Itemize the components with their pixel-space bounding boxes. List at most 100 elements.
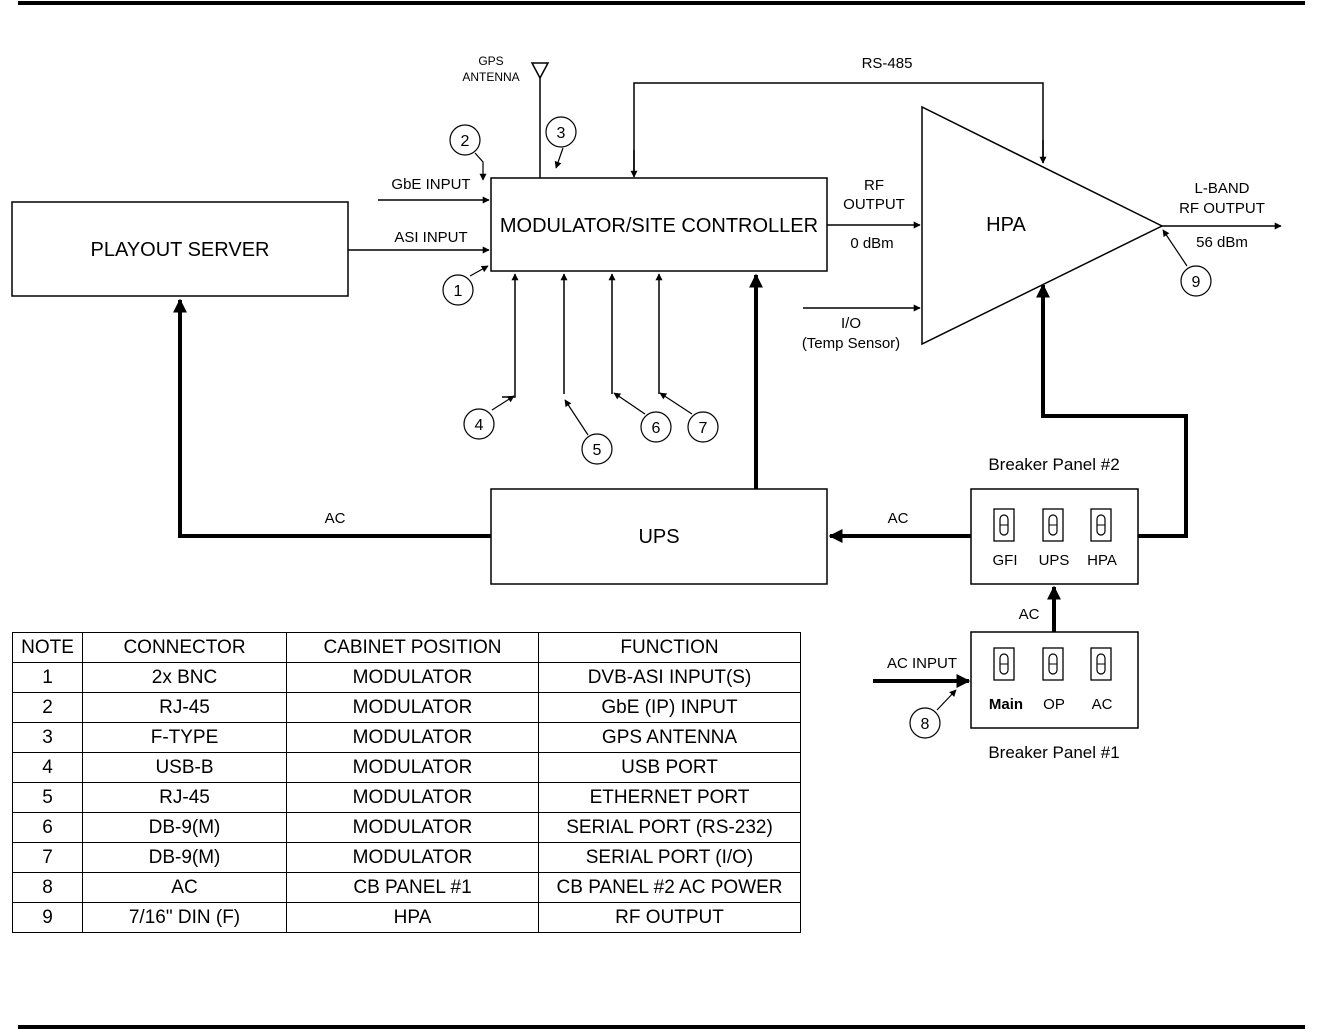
cell-position: MODULATOR bbox=[286, 692, 539, 723]
callout-4: 4 bbox=[463, 408, 495, 440]
cell-note: 7 bbox=[12, 842, 83, 873]
svg-text:2: 2 bbox=[461, 133, 470, 150]
cell-function: ETHERNET PORT bbox=[538, 782, 801, 813]
table-row: 5 RJ-45 MODULATOR ETHERNET PORT bbox=[12, 782, 801, 813]
rs485-link: RS-485 bbox=[630, 55, 1047, 178]
ac-input-label: AC INPUT bbox=[887, 655, 957, 672]
cell-position: MODULATOR bbox=[286, 782, 539, 813]
cell-note: 2 bbox=[12, 692, 83, 723]
playout-server-label: PLAYOUT SERVER bbox=[91, 239, 270, 261]
gps-label-line2: ANTENNA bbox=[462, 70, 519, 84]
breaker-panel-1-title: Breaker Panel #1 bbox=[988, 743, 1119, 762]
lband-label-2: RF OUTPUT bbox=[1179, 200, 1265, 217]
breaker-panel-2-title: Breaker Panel #2 bbox=[988, 455, 1119, 474]
io-temp-sensor-line: I/O (Temp Sensor) bbox=[802, 304, 921, 352]
table-row: 9 7/16" DIN (F) HPA RF OUTPUT bbox=[12, 902, 801, 933]
cell-position: CB PANEL #1 bbox=[286, 872, 539, 903]
ac-left-label: AC bbox=[325, 510, 346, 527]
cell-position: MODULATOR bbox=[286, 662, 539, 693]
breaker-switch-op: OP bbox=[1042, 647, 1065, 713]
breaker-switch-main: Main bbox=[989, 647, 1023, 713]
cell-note: 5 bbox=[12, 782, 83, 813]
cell-function: RF OUTPUT bbox=[538, 902, 801, 933]
ups-label: UPS bbox=[638, 526, 679, 548]
ac-input-line: AC INPUT bbox=[873, 655, 971, 688]
modulator-port-lines bbox=[502, 273, 663, 398]
gps-label-line1: GPS bbox=[478, 54, 503, 68]
header-connector: CONNECTOR bbox=[82, 632, 287, 663]
table-row: 8 AC CB PANEL #1 CB PANEL #2 AC POWER bbox=[12, 872, 801, 903]
header-note: NOTE bbox=[12, 632, 83, 663]
breaker-switch-ups: UPS bbox=[1039, 508, 1069, 569]
callout-9: 9 bbox=[1180, 265, 1212, 297]
cell-position: HPA bbox=[286, 902, 539, 933]
io-label-2: (Temp Sensor) bbox=[802, 335, 900, 352]
cell-function: SERIAL PORT (I/O) bbox=[538, 842, 801, 873]
header-function: FUNCTION bbox=[538, 632, 801, 663]
svg-text:8: 8 bbox=[921, 716, 930, 733]
cell-position: MODULATOR bbox=[286, 752, 539, 783]
cell-connector: DB-9(M) bbox=[82, 812, 287, 843]
svg-text:Main: Main bbox=[989, 696, 1023, 713]
rf-output-label-1: RF bbox=[864, 177, 884, 194]
breaker-switch-gfi: GFI bbox=[993, 508, 1018, 569]
table-row: 6 DB-9(M) MODULATOR SERIAL PORT (RS-232) bbox=[12, 812, 801, 843]
lband-level: 56 dBm bbox=[1196, 234, 1248, 251]
header-cabinet-position: CABINET POSITION bbox=[286, 632, 539, 663]
connector-notes-table: NOTE CONNECTOR CABINET POSITION FUNCTION… bbox=[12, 632, 801, 933]
modulator-block: MODULATOR/SITE CONTROLLER bbox=[490, 177, 828, 272]
lband-label-1: L-BAND bbox=[1194, 180, 1249, 197]
cell-position: MODULATOR bbox=[286, 842, 539, 873]
svg-text:GFI: GFI bbox=[993, 552, 1018, 569]
svg-text:OP: OP bbox=[1043, 696, 1065, 713]
svg-text:9: 9 bbox=[1192, 274, 1201, 291]
table-row: 4 USB-B MODULATOR USB PORT bbox=[12, 752, 801, 783]
cell-connector: F-TYPE bbox=[82, 722, 287, 753]
svg-text:6: 6 bbox=[652, 420, 661, 437]
svg-text:5: 5 bbox=[593, 442, 602, 459]
cell-note: 3 bbox=[12, 722, 83, 753]
breaker-panel-2: Breaker Panel #2 GFI UPS HPA bbox=[970, 455, 1139, 585]
hpa-label: HPA bbox=[986, 214, 1026, 236]
cell-connector: USB-B bbox=[82, 752, 287, 783]
gps-antenna: GPS ANTENNA bbox=[462, 54, 550, 178]
cell-note: 4 bbox=[12, 752, 83, 783]
callout-2: 2 bbox=[449, 124, 481, 156]
rs485-label: RS-485 bbox=[862, 55, 913, 72]
ac-to-hpa-line bbox=[1036, 283, 1188, 538]
rf-output-level: 0 dBm bbox=[850, 235, 893, 252]
callout-leaders bbox=[469, 147, 1188, 711]
callout-1: 1 bbox=[442, 274, 474, 306]
table-row: 1 2x BNC MODULATOR DVB-ASI INPUT(S) bbox=[12, 662, 801, 693]
callout-3: 3 bbox=[545, 116, 577, 148]
gbe-input-line: GbE INPUT bbox=[378, 176, 490, 204]
cell-function: DVB-ASI INPUT(S) bbox=[538, 662, 801, 693]
cell-note: 8 bbox=[12, 872, 83, 903]
table-row: 2 RJ-45 MODULATOR GbE (IP) INPUT bbox=[12, 692, 801, 723]
svg-text:1: 1 bbox=[454, 283, 463, 300]
callout-7: 7 bbox=[687, 411, 719, 443]
breaker-switch-hpa: HPA bbox=[1087, 508, 1117, 569]
callout-5: 5 bbox=[581, 433, 613, 465]
cell-connector: 7/16" DIN (F) bbox=[82, 902, 287, 933]
asi-input-label: ASI INPUT bbox=[394, 229, 467, 246]
cell-function: GbE (IP) INPUT bbox=[538, 692, 801, 723]
breaker-panel-1: Main OP AC Breaker Panel #1 bbox=[970, 631, 1139, 762]
rf-output-label-2: OUTPUT bbox=[843, 196, 905, 213]
cell-connector: 2x BNC bbox=[82, 662, 287, 693]
lband-output-line: L-BAND RF OUTPUT 56 dBm bbox=[1162, 180, 1282, 251]
callout-6: 6 bbox=[640, 411, 672, 443]
asi-input-line: ASI INPUT bbox=[348, 229, 490, 254]
io-label-1: I/O bbox=[841, 315, 861, 332]
cell-connector: AC bbox=[82, 872, 287, 903]
svg-text:HPA: HPA bbox=[1087, 552, 1117, 569]
ac-vertical-label: AC bbox=[1019, 606, 1040, 623]
ac-to-ups-line: AC bbox=[828, 510, 971, 543]
svg-text:7: 7 bbox=[699, 420, 708, 437]
ac-right-label: AC bbox=[888, 510, 909, 527]
cell-note: 9 bbox=[12, 902, 83, 933]
ups-block: UPS bbox=[490, 488, 828, 585]
breaker-switch-ac: AC bbox=[1090, 647, 1113, 713]
gbe-input-label: GbE INPUT bbox=[391, 176, 470, 193]
